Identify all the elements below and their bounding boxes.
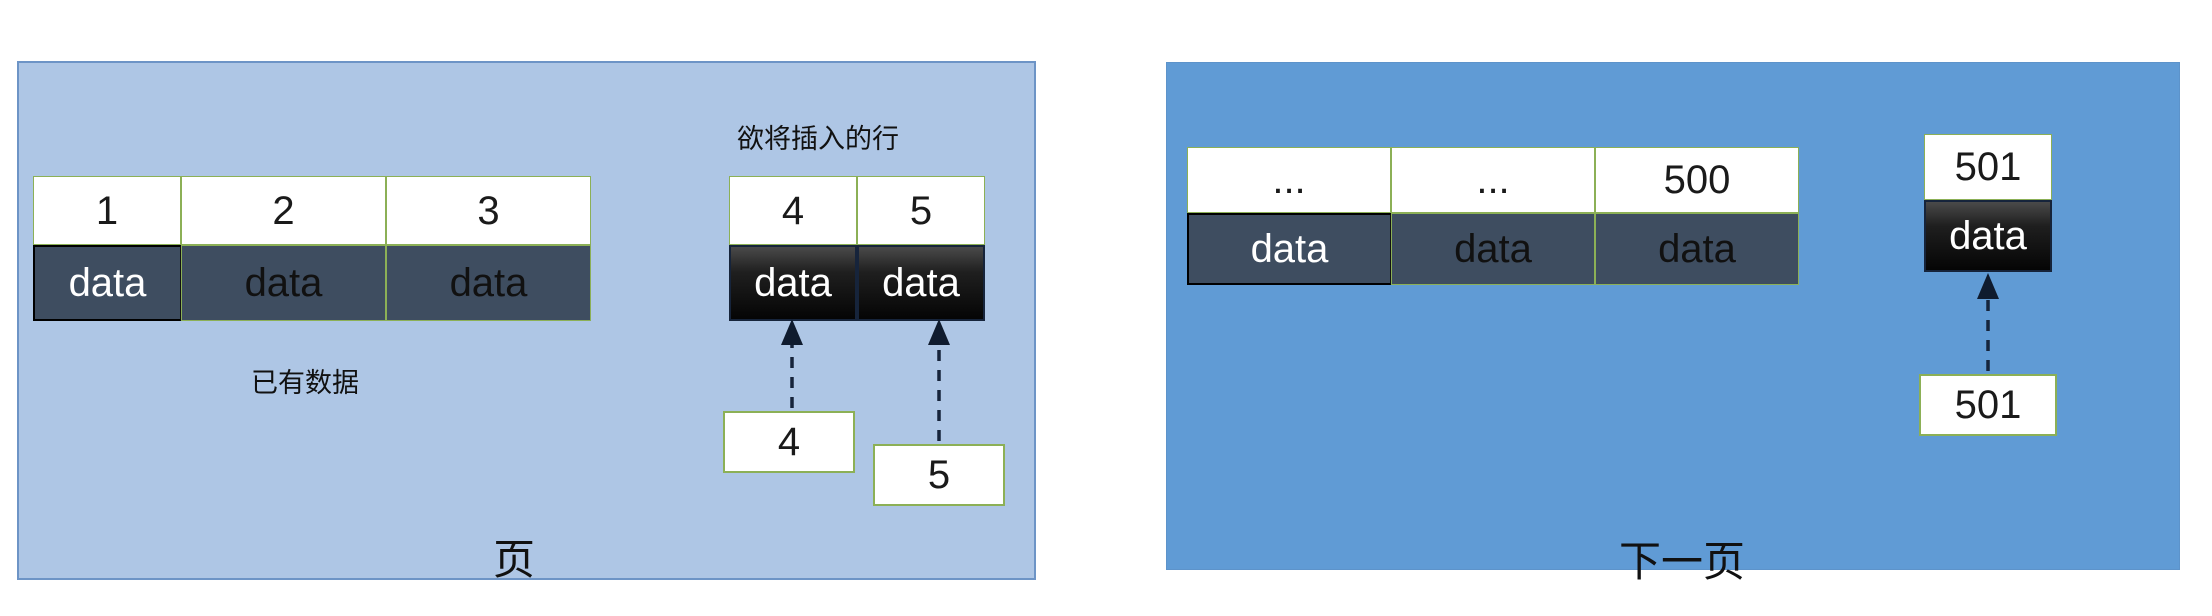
next-source-box-501: 501 xyxy=(1919,374,2057,436)
page-caption-next: 下一页 xyxy=(1619,538,1746,585)
insert-data-cell-5: data xyxy=(857,245,985,321)
insert-arrow-5 xyxy=(928,319,950,441)
source-box-4: 4 xyxy=(723,411,855,473)
next-data-cell-3: data xyxy=(1595,213,1799,285)
next-insert-key-cell-501: 501 xyxy=(1924,134,2052,200)
next-key-cell-1: ... xyxy=(1187,147,1391,213)
page-caption-current: 页 xyxy=(493,536,536,583)
existing-key-cell-1: 1 xyxy=(33,176,181,245)
page-panel-next: ... ... 500 data data data 501 data 501 … xyxy=(1166,62,2180,583)
next-insert-data-cell-501: data xyxy=(1924,200,2052,272)
next-insert-arrow-501 xyxy=(1977,273,1999,371)
existing-data-cell-2: data xyxy=(181,245,386,321)
insert-arrow-4 xyxy=(781,319,803,408)
existing-key-cell-3: 3 xyxy=(386,176,591,245)
next-key-cell-3: 500 xyxy=(1595,147,1799,213)
existing-key-cell-2: 2 xyxy=(181,176,386,245)
insert-row-label: 欲将插入的行 xyxy=(737,124,899,154)
existing-data-cell-3: data xyxy=(386,245,591,321)
next-key-cell-2: ... xyxy=(1391,147,1595,213)
insert-key-cell-4: 4 xyxy=(729,176,857,245)
insert-key-cell-5: 5 xyxy=(857,176,985,245)
source-box-5: 5 xyxy=(873,444,1005,506)
next-data-cell-1: data xyxy=(1187,213,1391,285)
next-data-cell-2: data xyxy=(1391,213,1595,285)
existing-data-cell-1: data xyxy=(33,245,181,321)
insert-data-cell-4: data xyxy=(729,245,857,321)
existing-data-label: 已有数据 xyxy=(251,368,359,398)
page-panel-current: 1 2 3 data data data 已有数据 欲将插入的行 4 5 dat… xyxy=(17,61,1036,583)
